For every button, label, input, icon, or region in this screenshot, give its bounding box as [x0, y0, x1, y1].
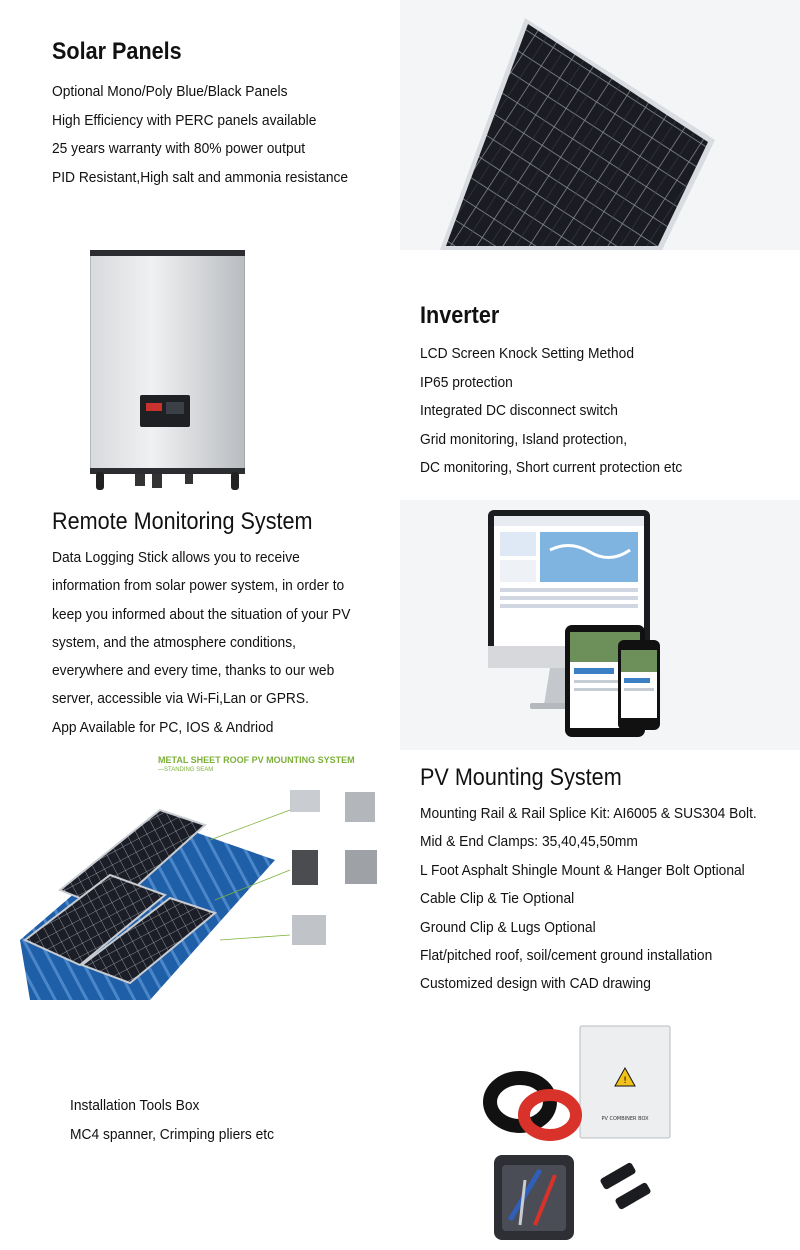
mounting-feature: Cable Clip & Tie Optional: [420, 890, 575, 908]
solar-panels-text: Solar Panels Optional Mono/Poly Blue/Bla…: [52, 38, 374, 192]
solar-feature: 25 years warranty with 80% power output: [52, 140, 306, 157]
inverter-feature: DC monitoring, Short current protection …: [420, 459, 683, 476]
inverter-text: Inverter LCD Screen Knock Setting Method…: [420, 302, 705, 483]
solar-feature: High Efficiency with PERC panels availab…: [52, 111, 317, 129]
monitoring-line: server, accessible via Wi-Fi,Lan or GPRS…: [52, 690, 309, 708]
monitoring-line: App Available for PC, IOS & Andriod: [52, 718, 274, 736]
combiner-box-label: PV COMBINER BOX: [601, 1116, 649, 1122]
monitoring-title: Remote Monitoring System: [52, 508, 313, 535]
diagram-subtitle: —STANDING SEAM: [158, 767, 214, 773]
monitoring-line: keep you informed about the situation of…: [52, 605, 351, 623]
mounting-diagram-image: METAL SHEET ROOF PV MOUNTING SYSTEM —STA…: [0, 750, 400, 1000]
mounting-feature: Mounting Rail & Rail Splice Kit: AI6005 …: [420, 805, 757, 822]
tools-title: Installation Tools Box: [70, 1097, 200, 1114]
inverter-feature: LCD Screen Knock Setting Method: [420, 345, 635, 362]
mounting-feature: Flat/pitched roof, soil/cement ground in…: [420, 947, 713, 965]
inverter-feature: IP65 protection: [420, 373, 513, 391]
tools-illustration: ! PV COMBINER BOX: [483, 1025, 671, 1240]
inverter-feature: Integrated DC disconnect switch: [420, 402, 618, 419]
monitoring-line: everywhere and every time, thanks to our…: [52, 662, 335, 680]
tools-description: MC4 spanner, Crimping pliers etc: [70, 1125, 275, 1143]
inverter-feature: Grid monitoring, Island protection,: [420, 430, 628, 448]
mounting-diagram: [20, 790, 377, 1000]
tools-text: Installation Tools Box MC4 spanner, Crim…: [70, 1092, 292, 1149]
monitoring-section: Remote Monitoring System Data Logging St…: [0, 500, 800, 750]
mounting-section: METAL SHEET ROOF PV MOUNTING SYSTEM —STA…: [0, 750, 800, 1000]
solar-panels-title: Solar Panels: [52, 38, 182, 65]
solar-feature: Optional Mono/Poly Blue/Black Panels: [52, 83, 288, 100]
monitoring-line: information from solar power system, in …: [52, 577, 345, 595]
mounting-feature: Customized design with CAD drawing: [420, 975, 651, 993]
mounting-title: PV Mounting System: [420, 764, 622, 791]
devices-illustration: [488, 510, 660, 737]
tools-image: ! PV COMBINER BOX: [480, 1020, 680, 1250]
diagram-title: METAL SHEET ROOF PV MOUNTING SYSTEM: [158, 755, 355, 765]
tools-section: Installation Tools Box MC4 spanner, Crim…: [0, 1000, 800, 1250]
monitoring-line: Data Logging Stick allows you to receive: [52, 549, 300, 566]
inverter-section: Inverter LCD Screen Knock Setting Method…: [0, 250, 800, 500]
monitoring-text: Remote Monitoring System Data Logging St…: [52, 508, 376, 742]
inverter-title: Inverter: [420, 302, 500, 329]
monitoring-line: system, and the atmosphere conditions,: [52, 633, 296, 651]
inverter-image: [89, 250, 246, 495]
svg-text:!: !: [623, 1076, 627, 1086]
monitoring-devices-image: [400, 500, 800, 750]
mounting-feature: Ground Clip & Lugs Optional: [420, 918, 596, 936]
solar-panels-section: Solar Panels Optional Mono/Poly Blue/Bla…: [0, 0, 800, 250]
solar-panel-image: [400, 0, 800, 250]
inverter-illustration: [89, 250, 246, 490]
solar-feature: PID Resistant,High salt and ammonia resi…: [52, 168, 349, 186]
mounting-feature: L Foot Asphalt Shingle Mount & Hanger Bo…: [420, 861, 745, 879]
mounting-text: PV Mounting System Mounting Rail & Rail …: [420, 764, 786, 999]
mounting-feature: Mid & End Clamps: 35,40,45,50mm: [420, 833, 638, 851]
solar-panel-illustration: [440, 18, 715, 250]
